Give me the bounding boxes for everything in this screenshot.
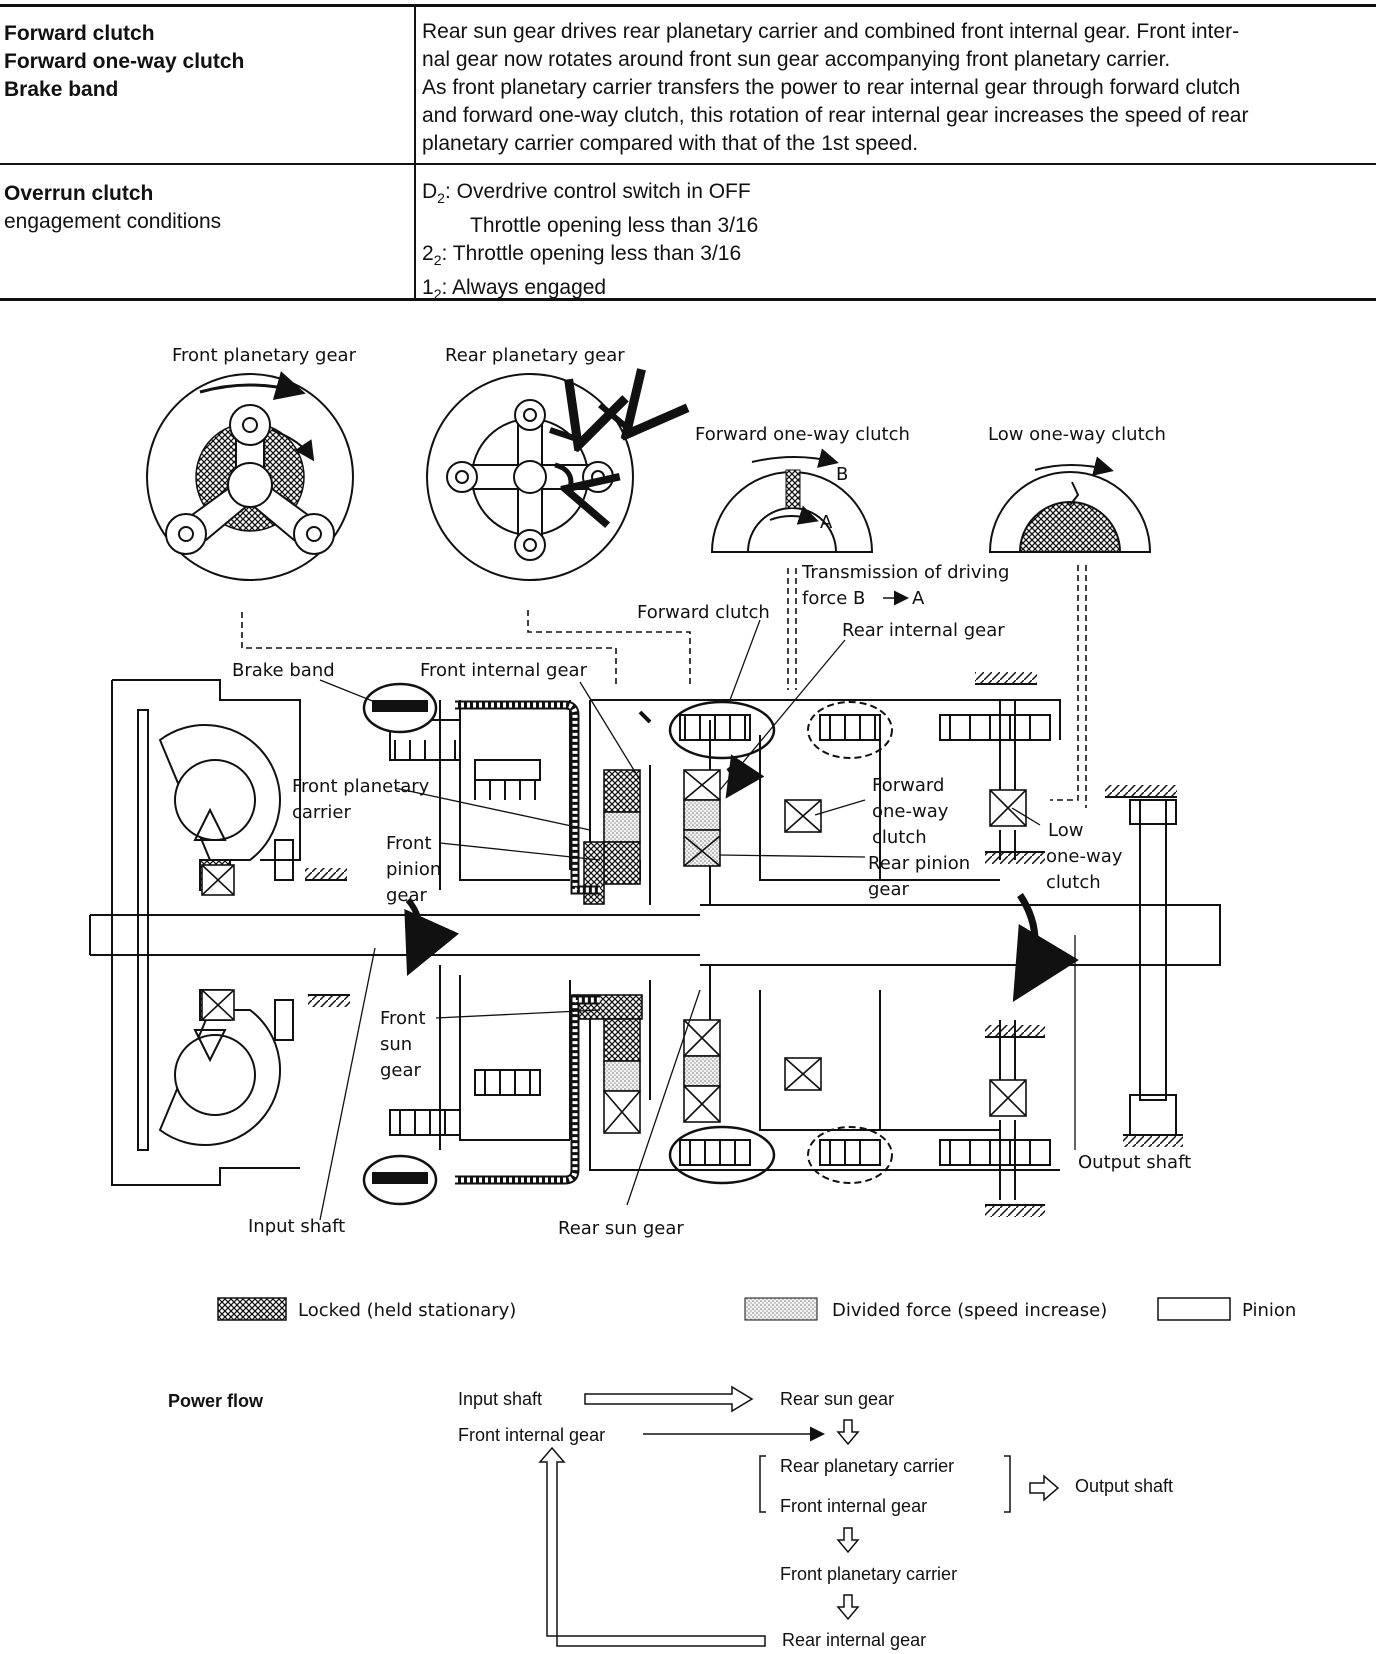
label-b: B bbox=[836, 464, 848, 485]
description-line: planetary carrier compared with that of … bbox=[422, 132, 919, 155]
pf-rear-internal-gear: Rear internal gear bbox=[782, 1630, 926, 1650]
pf-bracket-right bbox=[1004, 1455, 1011, 1513]
label-brake-band: Brake band bbox=[232, 660, 335, 681]
legend-divided-swatch bbox=[744, 1297, 818, 1321]
table-bottom-rule bbox=[0, 298, 1376, 301]
pf-down-arrow-3 bbox=[836, 1594, 860, 1621]
label-low-one-way-clutch-top: Low one-way clutch bbox=[988, 424, 1166, 445]
gear-blocks bbox=[201, 769, 1027, 1134]
pf-right-arrow-output bbox=[1029, 1474, 1060, 1502]
legend-locked-label: Locked (held stationary) bbox=[298, 1300, 516, 1321]
label-front-pinion-3: gear bbox=[386, 885, 428, 906]
pf-input-shaft: Input shaft bbox=[458, 1389, 542, 1409]
label-front-sun-3: gear bbox=[380, 1060, 422, 1081]
legend-pinion-label: Pinion bbox=[1242, 1300, 1296, 1321]
label-a: A bbox=[820, 512, 833, 533]
legend: Locked (held stationary) Divided force (… bbox=[217, 1297, 1296, 1321]
pf-rear-planetary-carrier: Rear planetary carrier bbox=[780, 1456, 954, 1476]
component-forward-one-way-clutch: Forward one-way clutch bbox=[4, 50, 245, 73]
label-rear-planetary-gear: Rear planetary gear bbox=[445, 345, 625, 366]
front-planetary-gear-illustration bbox=[146, 371, 354, 581]
low-one-way-clutch-illustration bbox=[988, 456, 1152, 553]
legend-locked-swatch bbox=[217, 1297, 287, 1321]
label-rear-internal-gear: Rear internal gear bbox=[842, 620, 1005, 641]
label-transmission-2: force B bbox=[802, 588, 865, 609]
description-line: and forward one-way clutch, this rotatio… bbox=[422, 104, 1249, 127]
ground-symbols bbox=[305, 672, 1183, 1217]
label-low-owc-2: one-way bbox=[1046, 846, 1123, 867]
label-transmission-1: Transmission of driving bbox=[801, 562, 1009, 583]
label-rear-pinion-2: gear bbox=[868, 879, 910, 900]
power-flow: Power flow Input shaft Rear sun gear Fro… bbox=[168, 1385, 1173, 1650]
label-front-planetary-carrier-2: carrier bbox=[292, 802, 351, 823]
label-output-shaft: Output shaft bbox=[1078, 1152, 1191, 1173]
condition-22: 22: Throttle opening less than 3/16 bbox=[422, 242, 742, 269]
label-transmission-3: A bbox=[912, 588, 925, 609]
pf-bracket-left bbox=[759, 1455, 766, 1513]
diagram-labels: Front planetary gear Rear planetary gear… bbox=[172, 345, 1191, 1239]
pf-front-internal-gear-2: Front internal gear bbox=[780, 1496, 927, 1516]
label-front-sun-1: Front bbox=[380, 1008, 426, 1029]
pf-down-arrow-2 bbox=[836, 1527, 860, 1554]
forward-one-way-clutch-illustration bbox=[710, 448, 874, 553]
label-forward-one-way-clutch-top: Forward one-way clutch bbox=[695, 424, 910, 445]
label-front-pinion-1: Front bbox=[386, 833, 432, 854]
leader-lines bbox=[319, 619, 1076, 1221]
label-forward-owc-2: one-way bbox=[872, 801, 949, 822]
label-forward-owc-3: clutch bbox=[872, 827, 927, 848]
pf-rear-sun-gear: Rear sun gear bbox=[780, 1389, 894, 1409]
dashed-leaders bbox=[241, 565, 1087, 808]
component-overrun-clutch: Overrun clutch bbox=[4, 182, 154, 205]
legend-divided-label: Divided force (speed increase) bbox=[832, 1300, 1107, 1321]
row1-description: Rear sun gear drives rear planetary carr… bbox=[422, 18, 1362, 158]
pf-down-arrow-1 bbox=[836, 1419, 860, 1446]
clutch-ellipses bbox=[668, 700, 893, 1185]
label-rear-pinion-1: Rear pinion bbox=[868, 853, 970, 874]
table-column-divider bbox=[414, 6, 416, 299]
label-low-owc-1: Low bbox=[1048, 820, 1083, 841]
condition-d2: D2: Overdrive control switch in OFF bbox=[422, 180, 751, 207]
label-low-owc-3: clutch bbox=[1046, 872, 1101, 893]
brake-band-locked-path bbox=[455, 700, 600, 1185]
row1-components: Forward clutch Forward one-way clutch Br… bbox=[4, 20, 404, 104]
label-forward-owc-1: Forward bbox=[872, 775, 944, 796]
label-front-sun-2: sun bbox=[380, 1034, 412, 1055]
label-front-pinion-2: pinion bbox=[386, 859, 441, 880]
table-top-rule bbox=[0, 4, 1376, 7]
label-input-shaft: Input shaft bbox=[248, 1216, 345, 1237]
rear-planetary-gear-illustration bbox=[426, 374, 633, 581]
label-rear-sun-gear: Rear sun gear bbox=[558, 1218, 684, 1239]
pf-output-shaft: Output shaft bbox=[1075, 1476, 1173, 1496]
label-front-planetary-carrier-1: Front planetary bbox=[292, 776, 430, 797]
pf-front-internal-gear: Front internal gear bbox=[458, 1425, 605, 1445]
power-flow-title: Power flow bbox=[168, 1391, 264, 1411]
component-forward-clutch: Forward clutch bbox=[4, 22, 155, 45]
component-brake-band: Brake band bbox=[4, 78, 119, 101]
description-line: Rear sun gear drives rear planetary carr… bbox=[422, 20, 1240, 43]
condition-d2-throttle: Throttle opening less than 3/16 bbox=[470, 214, 759, 238]
legend-pinion-swatch bbox=[1157, 1297, 1231, 1321]
rotation-arrows bbox=[404, 710, 1079, 1003]
row2-conditions: D2: Overdrive control switch in OFF Thro… bbox=[422, 178, 1362, 309]
pf-front-planetary-carrier: Front planetary carrier bbox=[780, 1564, 957, 1584]
row2-components: Overrun clutch engagement conditions bbox=[4, 180, 404, 236]
pf-double-arrow-input bbox=[584, 1385, 754, 1413]
brake-band-ellipses bbox=[362, 682, 438, 1206]
table-row-divider bbox=[0, 163, 1376, 165]
pf-feedback-arrow bbox=[538, 1446, 766, 1647]
description-line: As front planetary carrier transfers the… bbox=[422, 76, 1241, 99]
label-front-internal-gear: Front internal gear bbox=[420, 660, 588, 681]
label-front-planetary-gear: Front planetary gear bbox=[172, 345, 357, 366]
condition-12: 12: Always engaged bbox=[422, 276, 607, 303]
engagement-conditions-label: engagement conditions bbox=[4, 210, 222, 233]
label-forward-clutch: Forward clutch bbox=[637, 602, 770, 623]
description-line: nal gear now rotates around front sun ge… bbox=[422, 48, 1171, 71]
